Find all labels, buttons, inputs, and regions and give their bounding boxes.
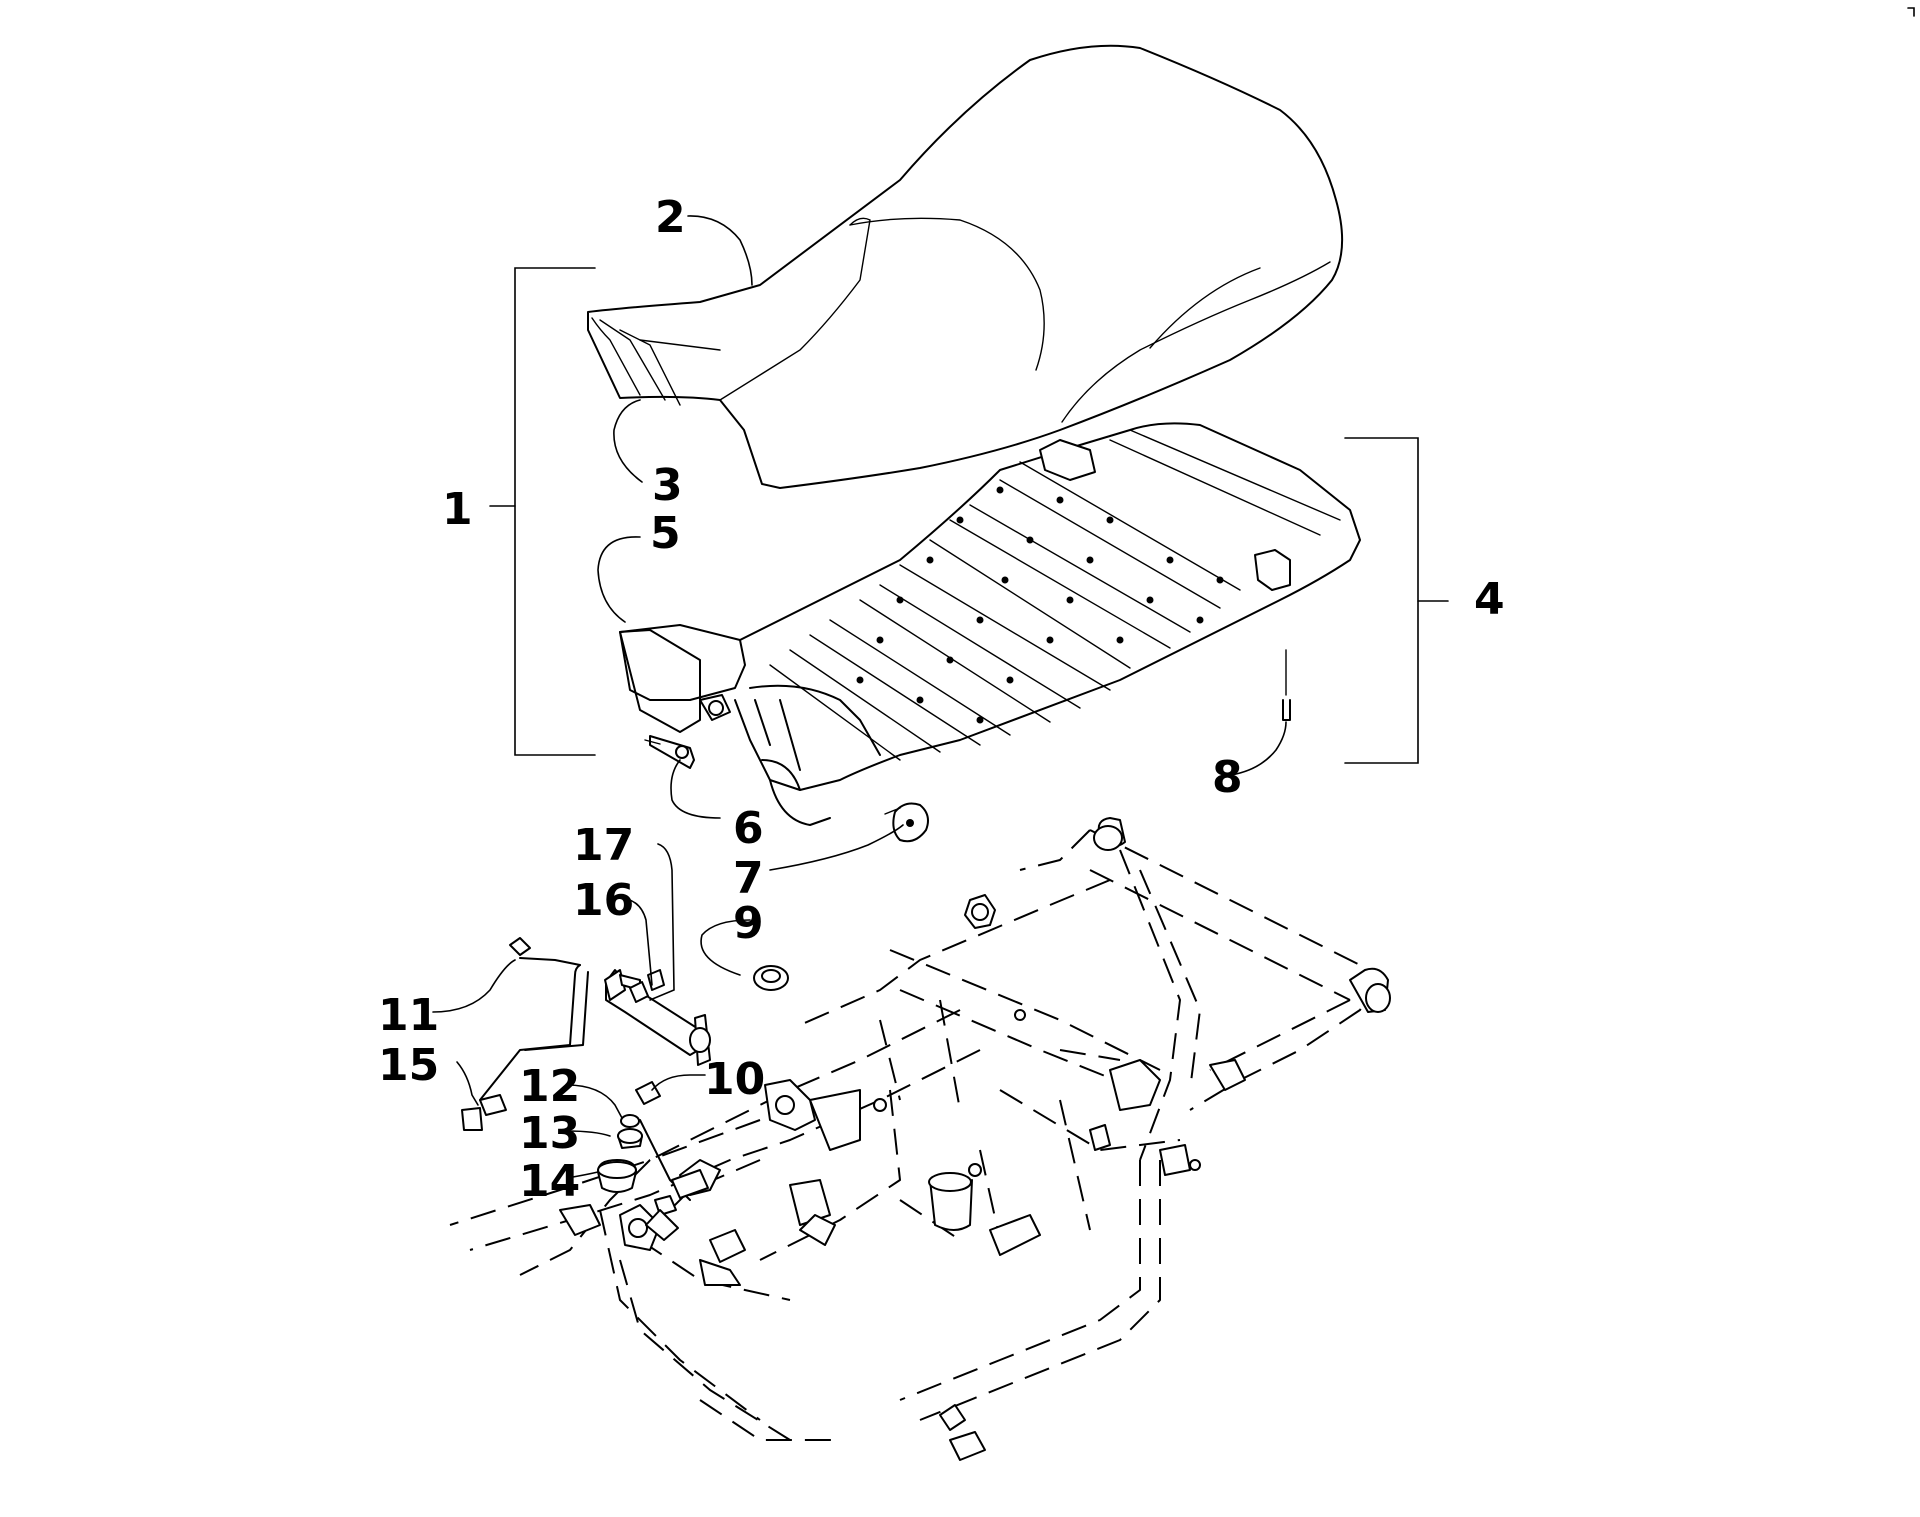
callout-2: 2 xyxy=(655,192,686,243)
seat-clip xyxy=(1282,649,1291,721)
callout-10: 10 xyxy=(704,1054,765,1105)
callout-8: 8 xyxy=(1212,752,1243,803)
seat-base xyxy=(619,422,1361,826)
seat-pin xyxy=(644,735,695,769)
callout-11: 11 xyxy=(378,990,439,1041)
callout-14: 14 xyxy=(519,1156,580,1207)
callout-15: 15 xyxy=(378,1040,439,1091)
callout-3: 3 xyxy=(652,460,683,511)
seat-latch xyxy=(884,802,929,843)
frame-brackets xyxy=(559,817,1391,1461)
callout-5: 5 xyxy=(650,508,681,559)
callout-17: 17 xyxy=(573,820,634,871)
corner-mark xyxy=(1907,7,1915,17)
callout-16: 16 xyxy=(573,875,634,926)
grommet xyxy=(753,965,789,991)
latch-linkage xyxy=(461,937,711,1131)
callout-1: 1 xyxy=(442,484,473,535)
bracket-1 xyxy=(489,267,596,756)
callout-12: 12 xyxy=(519,1061,580,1112)
callout-13: 13 xyxy=(519,1108,580,1159)
callout-7: 7 xyxy=(733,853,764,904)
callout-6: 6 xyxy=(733,803,764,854)
frame-outline xyxy=(449,829,1381,1441)
bracket-4 xyxy=(1344,437,1449,764)
callout-4: 4 xyxy=(1474,574,1505,625)
latch-hardware xyxy=(597,1081,709,1241)
callout-labels: 1 2 3 4 5 6 7 8 9 10 11 12 13 14 15 16 1… xyxy=(378,192,1505,1207)
seat-cover xyxy=(587,44,1344,489)
leader-lines xyxy=(432,215,1287,1179)
callout-9: 9 xyxy=(733,898,764,949)
